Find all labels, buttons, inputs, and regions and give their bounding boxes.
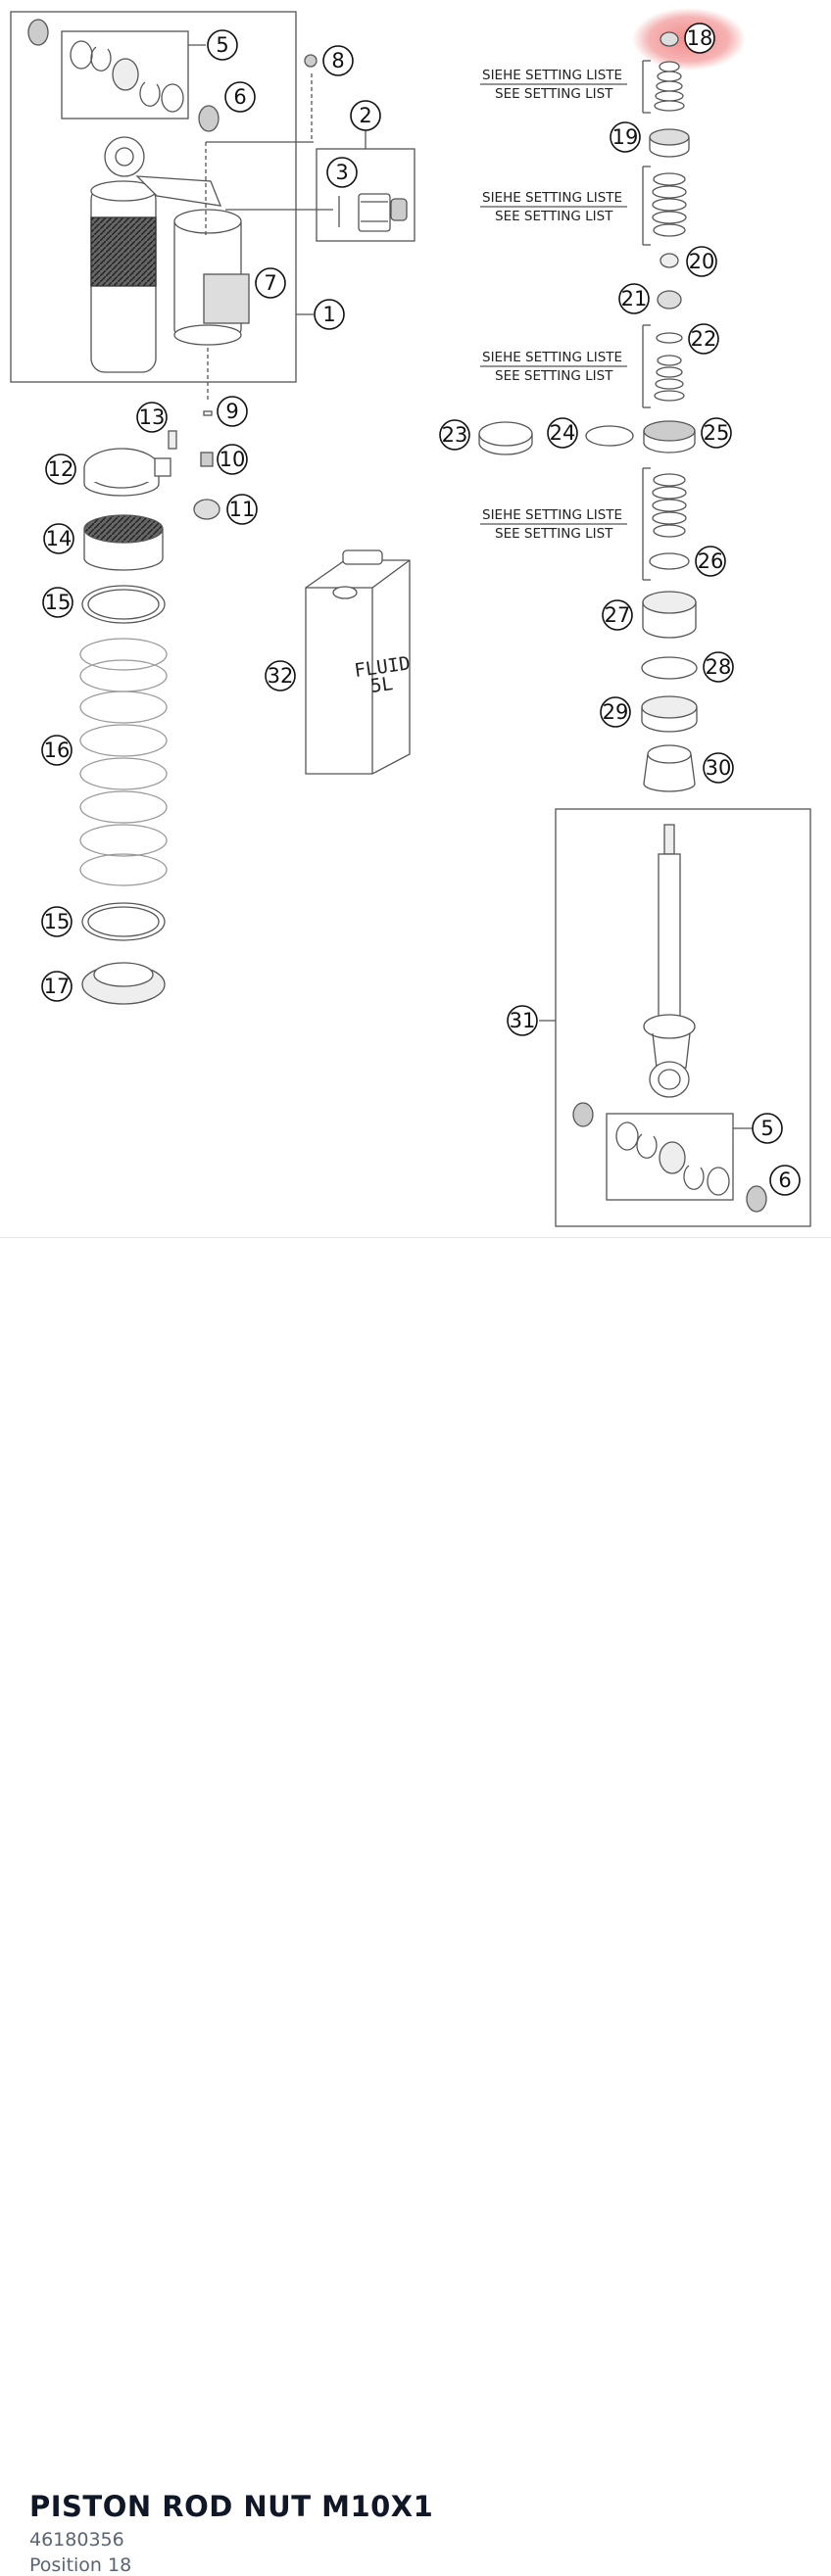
- callout-label[interactable]: 6: [778, 1169, 791, 1192]
- callout-label[interactable]: 14: [46, 527, 73, 550]
- callout-label[interactable]: 27: [605, 603, 631, 627]
- callout-label[interactable]: 29: [603, 700, 629, 724]
- callout-label[interactable]: 31: [510, 1009, 536, 1032]
- exploded-parts-diagram: 5 2 3 6 7 1 8 9 10 11 12 13 14 15 16 15 …: [10, 8, 811, 1227]
- callout-label[interactable]: 15: [45, 591, 72, 614]
- setting-note-en: SEE SETTING LIST: [495, 526, 613, 542]
- setting-note-en: SEE SETTING LIST: [495, 86, 613, 102]
- callout-label[interactable]: 5: [760, 1117, 773, 1140]
- setting-note-de: SIEHE SETTING LISTE: [482, 507, 622, 523]
- callout-label[interactable]: 11: [229, 498, 256, 521]
- setting-note-de: SIEHE SETTING LISTE: [482, 350, 622, 365]
- callout-label[interactable]: 9: [225, 400, 238, 423]
- callout-label[interactable]: 5: [216, 33, 228, 57]
- callout-label[interactable]: 21: [621, 287, 648, 310]
- callout-label[interactable]: 13: [139, 405, 166, 429]
- callout-label[interactable]: 20: [689, 250, 715, 273]
- setting-note-en: SEE SETTING LIST: [495, 209, 613, 224]
- callout-label[interactable]: 22: [691, 327, 717, 351]
- callout-label[interactable]: 7: [264, 271, 276, 295]
- callout-label[interactable]: 25: [704, 421, 730, 445]
- callout-label[interactable]: 12: [48, 457, 74, 481]
- callout-label[interactable]: 10: [220, 448, 246, 471]
- setting-note-de: SIEHE SETTING LISTE: [482, 190, 622, 206]
- callout-label[interactable]: 1: [322, 303, 335, 326]
- part-name: PISTON ROD NUT M10X1: [29, 2490, 434, 2523]
- setting-note-de: SIEHE SETTING LISTE: [482, 68, 622, 83]
- callout-label[interactable]: 6: [233, 85, 246, 109]
- callout-label[interactable]: 24: [550, 421, 576, 445]
- callout-label[interactable]: 19: [612, 125, 639, 149]
- callout-label[interactable]: 23: [442, 423, 468, 447]
- callout-label[interactable]: 30: [706, 756, 732, 780]
- setting-note-en: SEE SETTING LIST: [495, 368, 613, 384]
- callout-label-selected[interactable]: 18: [687, 26, 713, 50]
- part-info-panel: PISTON ROD NUT M10X1 46180356 Position 1…: [0, 1238, 831, 2576]
- shock-assembly-box: [10, 11, 297, 383]
- callout-label[interactable]: 17: [44, 975, 71, 998]
- callout-label[interactable]: 28: [706, 655, 732, 679]
- callout-label[interactable]: 3: [335, 161, 348, 184]
- callout-label[interactable]: 2: [359, 104, 371, 127]
- part-number: 46180356: [29, 2529, 124, 2551]
- callout-label[interactable]: 16: [44, 739, 71, 762]
- fluid-volume-label: 5L: [369, 673, 395, 697]
- footer-divider: [0, 1237, 831, 1238]
- piston-rod-box: [555, 808, 811, 1227]
- callout-label[interactable]: 26: [698, 549, 724, 573]
- callout-label[interactable]: 8: [331, 49, 344, 72]
- callout-label[interactable]: 15: [44, 910, 71, 933]
- callout-label[interactable]: 32: [268, 664, 294, 688]
- part-position: Position 18: [29, 2554, 132, 2576]
